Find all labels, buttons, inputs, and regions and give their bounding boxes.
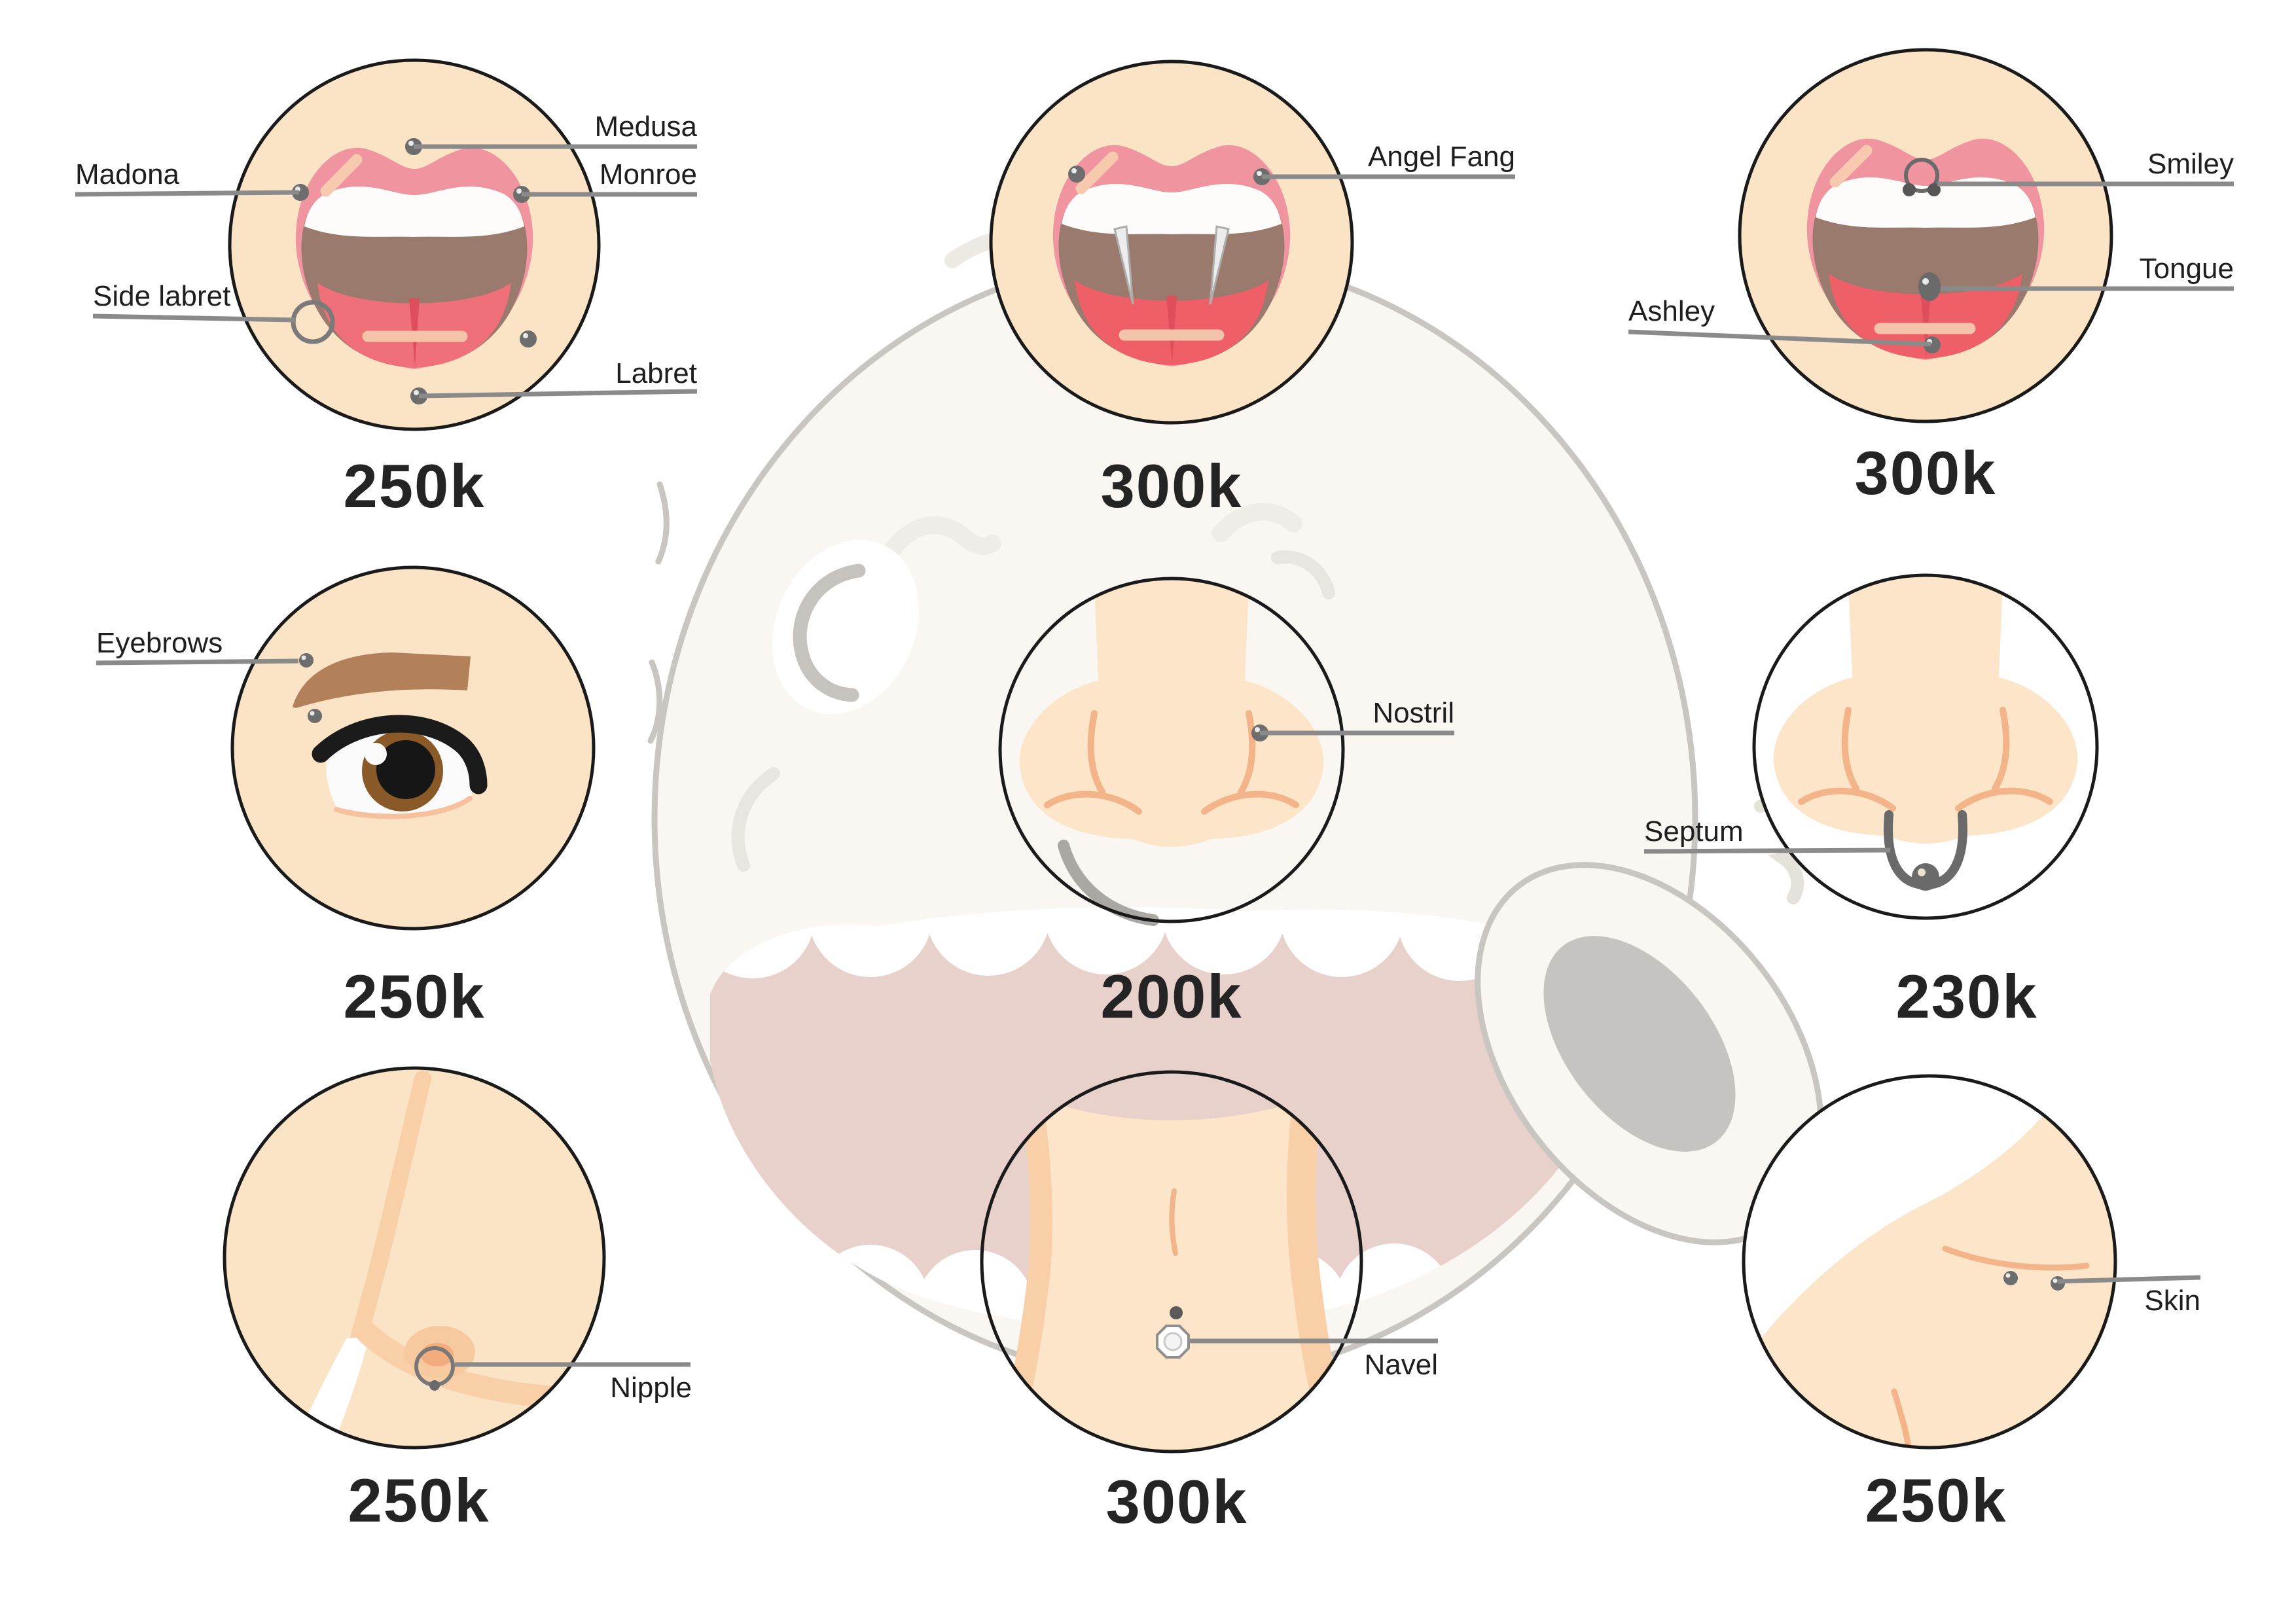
- skin-crease: [1942, 1245, 2090, 1271]
- baby-right-eyebrow: [1211, 503, 1302, 543]
- label-nostril: Nostril: [1372, 697, 1454, 729]
- smiley-ring: [1904, 158, 1939, 193]
- price-septum: 230k: [1895, 962, 2038, 1031]
- label-eyebrows: Eyebrows: [96, 627, 223, 659]
- navel-gem-facet: [1163, 1332, 1183, 1351]
- lower-lid: [334, 796, 473, 819]
- tongue-barbell: [1918, 272, 1941, 301]
- leader-line-madona: [75, 190, 300, 197]
- baby-head-watermark: [647, 228, 1824, 1384]
- cheek-fold-line: [647, 659, 663, 744]
- label-side-labret: Side labret: [93, 280, 231, 312]
- nose-creases: [1044, 710, 1299, 815]
- leader-line-septum: [1643, 847, 1891, 854]
- angel-fang-dot-left: [1068, 166, 1085, 183]
- price-mouth-smiley: 300k: [1854, 438, 1997, 507]
- breast-curve: [355, 1321, 604, 1411]
- nipple-ring-ball: [429, 1380, 440, 1391]
- eye-illustration: [293, 652, 488, 819]
- lower-lip-piercing-dot: [520, 330, 537, 348]
- label-nipple: Nipple: [610, 1372, 692, 1404]
- panel-circle: [224, 1068, 604, 1448]
- right-fang-spike: [1209, 225, 1230, 305]
- lips-illustration: [291, 147, 533, 370]
- eye-highlight: [365, 743, 387, 765]
- baby-mouth: [710, 906, 1619, 1329]
- label-angel-fang: Angel Fang: [1367, 141, 1515, 173]
- lip-highlight: [320, 154, 363, 197]
- leader-line-labret: [418, 389, 698, 399]
- lip-highlight: [1829, 145, 1873, 188]
- label-tongue: Tongue: [2139, 253, 2234, 285]
- leader-line-side-labret: [92, 313, 296, 323]
- eyebrow-shape: [293, 652, 471, 708]
- panel-angel-fang: [989, 60, 1515, 425]
- panel-nipple: [223, 1066, 691, 1450]
- lip-highlight: [1075, 151, 1119, 194]
- price-angel-fang: 300k: [1100, 452, 1243, 520]
- open-mouth-illustration: [1806, 138, 2045, 361]
- baby-inner-ear: [1543, 936, 1736, 1152]
- price-nipple: 250k: [348, 1466, 490, 1535]
- price-eyebrow: 250k: [343, 962, 486, 1031]
- open-mouth-illustration: [1052, 145, 1291, 367]
- navel-illustration: [999, 1086, 1350, 1452]
- torso: [1008, 1094, 1338, 1452]
- leader-lines: [1628, 181, 2234, 347]
- baby-right-eye-curl: [1271, 550, 1335, 599]
- skin-illustration: [1758, 1077, 2115, 1448]
- leader-lines: [75, 144, 698, 399]
- price-lips-multi: 250k: [343, 452, 486, 520]
- panel-septum: [1643, 573, 2099, 920]
- baby-cheek-curl: [731, 767, 780, 872]
- baby-left-eyebrow: [884, 516, 1001, 558]
- label-smiley: Smiley: [2147, 148, 2234, 180]
- left-fang-spike: [1113, 225, 1134, 305]
- panel-nostril: [998, 577, 1454, 923]
- navel-piercing-dot: [1170, 1306, 1183, 1319]
- leader-line-eyebrows: [96, 658, 299, 666]
- eyebrow-dot-lower: [308, 709, 322, 723]
- price-nostril: 200k: [1100, 962, 1243, 1031]
- shoulder-skin: [1758, 1077, 2115, 1448]
- piercing-dots: [292, 138, 537, 404]
- panel-skin: [1742, 1074, 2201, 1450]
- price-skin: 250k: [1865, 1466, 2007, 1535]
- baby-left-eye-curl: [793, 563, 866, 702]
- eye-pupil: [376, 740, 435, 799]
- cheek-fold-line: [655, 481, 670, 565]
- smiley-ball: [1903, 183, 1916, 196]
- panel-lips-multi: [75, 58, 698, 431]
- price-navel: 300k: [1105, 1467, 1248, 1536]
- upper-lash: [312, 715, 488, 794]
- label-madona: Madona: [75, 158, 180, 190]
- panel-eyebrow: [96, 565, 596, 931]
- belly-crease: [1169, 1188, 1178, 1256]
- nose-creases: [1798, 707, 2053, 812]
- septum-ball: [1912, 863, 1939, 891]
- skin-piercing-dot: [2003, 1271, 2018, 1285]
- panel-mouth-smiley: [1628, 48, 2234, 423]
- nose-illustration: [1019, 579, 1324, 847]
- label-labret: Labret: [615, 357, 697, 389]
- leader-line-ashley: [1628, 329, 1931, 347]
- label-navel: Navel: [1364, 1349, 1439, 1381]
- label-medusa: Medusa: [594, 111, 697, 143]
- label-skin: Skin: [2144, 1285, 2200, 1317]
- nose-illustration: [1773, 575, 2078, 891]
- label-monroe: Monroe: [599, 158, 697, 190]
- label-septum: Septum: [1644, 815, 1744, 847]
- leader-line-skin: [2057, 1275, 2201, 1284]
- skin-crease: [1891, 1388, 1912, 1448]
- label-ashley: Ashley: [1628, 295, 1715, 327]
- smiley-ball: [1928, 183, 1941, 196]
